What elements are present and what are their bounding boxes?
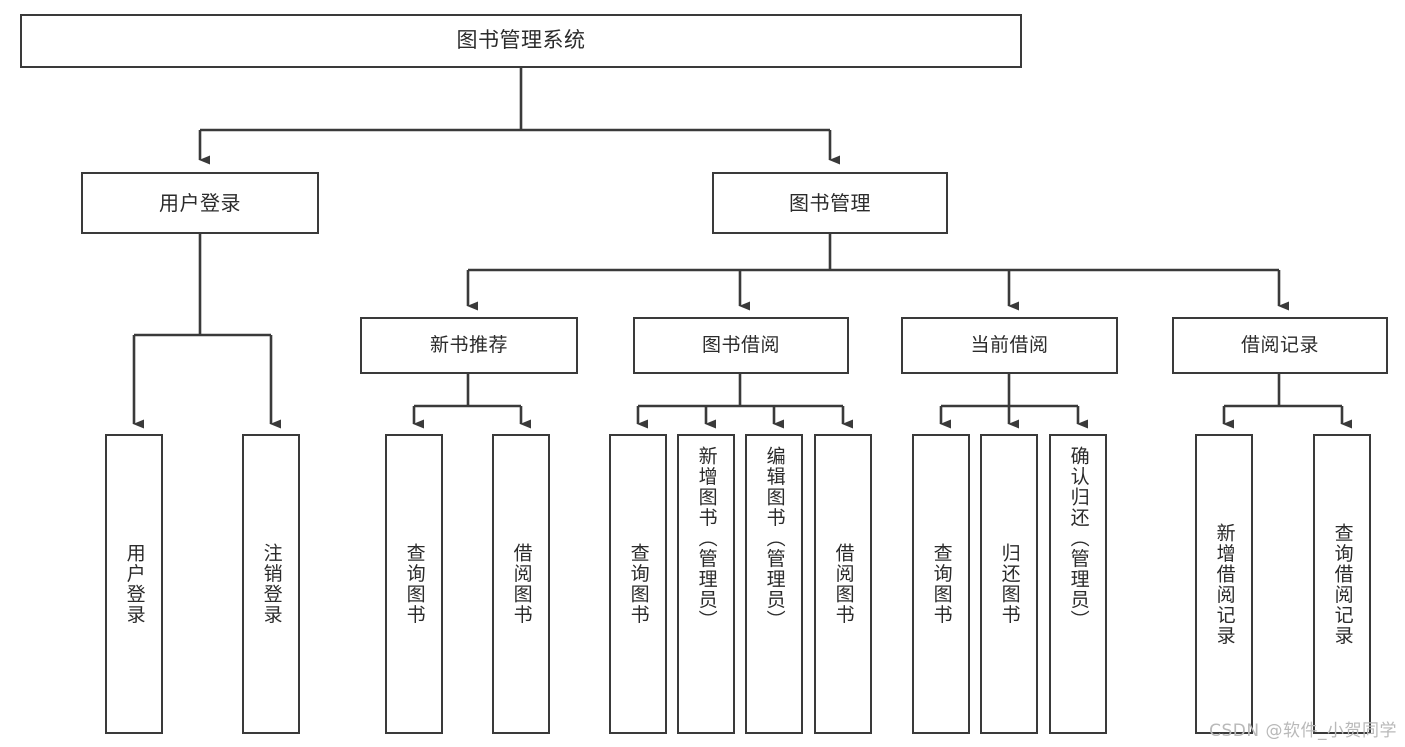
- leaf-label: 借阅图书: [832, 543, 855, 625]
- leaf-borrow-record-query[interactable]: 查询借阅记录: [1313, 434, 1371, 734]
- leaf-book-borrow-add[interactable]: 新增图书（管理员）: [677, 434, 735, 734]
- leaf-label: 用户登录: [123, 543, 146, 625]
- node-borrow-record[interactable]: 借阅记录: [1172, 317, 1388, 374]
- leaf-new-book-query[interactable]: 查询图书: [385, 434, 443, 734]
- leaf-book-borrow-edit[interactable]: 编辑图书（管理员）: [745, 434, 803, 734]
- node-root-label: 图书管理系统: [456, 28, 586, 53]
- leaf-label: 查询图书: [930, 543, 953, 625]
- node-user-login-label: 用户登录: [159, 191, 241, 215]
- leaf-book-borrow-query[interactable]: 查询图书: [609, 434, 667, 734]
- node-user-login[interactable]: 用户登录: [81, 172, 319, 234]
- leaf-current-borrow-query[interactable]: 查询图书: [912, 434, 970, 734]
- leaf-label: 新增借阅记录: [1213, 522, 1236, 646]
- leaf-user-login-login[interactable]: 用户登录: [105, 434, 163, 734]
- node-borrow-record-label: 借阅记录: [1240, 334, 1319, 357]
- leaf-label: 新增图书（管理员）: [695, 446, 718, 631]
- watermark: CSDN @软件_小贺同学: [1209, 721, 1397, 741]
- leaf-label: 借阅图书: [510, 543, 533, 625]
- leaf-label: 查询图书: [627, 543, 650, 625]
- node-book-borrow-label: 图书借阅: [701, 334, 780, 357]
- leaf-label: 归还图书: [998, 543, 1021, 625]
- leaf-borrow-record-add[interactable]: 新增借阅记录: [1195, 434, 1253, 734]
- leaf-label: 查询图书: [403, 543, 426, 625]
- node-current-borrow-label: 当前借阅: [970, 334, 1049, 357]
- node-root[interactable]: 图书管理系统: [20, 14, 1022, 68]
- node-book-manage-label: 图书管理: [789, 191, 871, 215]
- leaf-label: 编辑图书（管理员）: [763, 446, 786, 631]
- node-new-book-recommend[interactable]: 新书推荐: [360, 317, 578, 374]
- node-new-book-recommend-label: 新书推荐: [429, 334, 508, 357]
- leaf-label: 注销登录: [260, 543, 283, 625]
- leaf-current-borrow-return[interactable]: 归还图书: [980, 434, 1038, 734]
- leaf-new-book-borrow[interactable]: 借阅图书: [492, 434, 550, 734]
- node-current-borrow[interactable]: 当前借阅: [901, 317, 1118, 374]
- node-book-manage[interactable]: 图书管理: [712, 172, 948, 234]
- leaf-label: 确认归还（管理员）: [1067, 446, 1090, 631]
- leaf-user-login-logout[interactable]: 注销登录: [242, 434, 300, 734]
- leaf-current-borrow-confirm[interactable]: 确认归还（管理员）: [1049, 434, 1107, 734]
- leaf-label: 查询借阅记录: [1331, 522, 1354, 646]
- leaf-book-borrow-borrow[interactable]: 借阅图书: [814, 434, 872, 734]
- node-book-borrow[interactable]: 图书借阅: [633, 317, 849, 374]
